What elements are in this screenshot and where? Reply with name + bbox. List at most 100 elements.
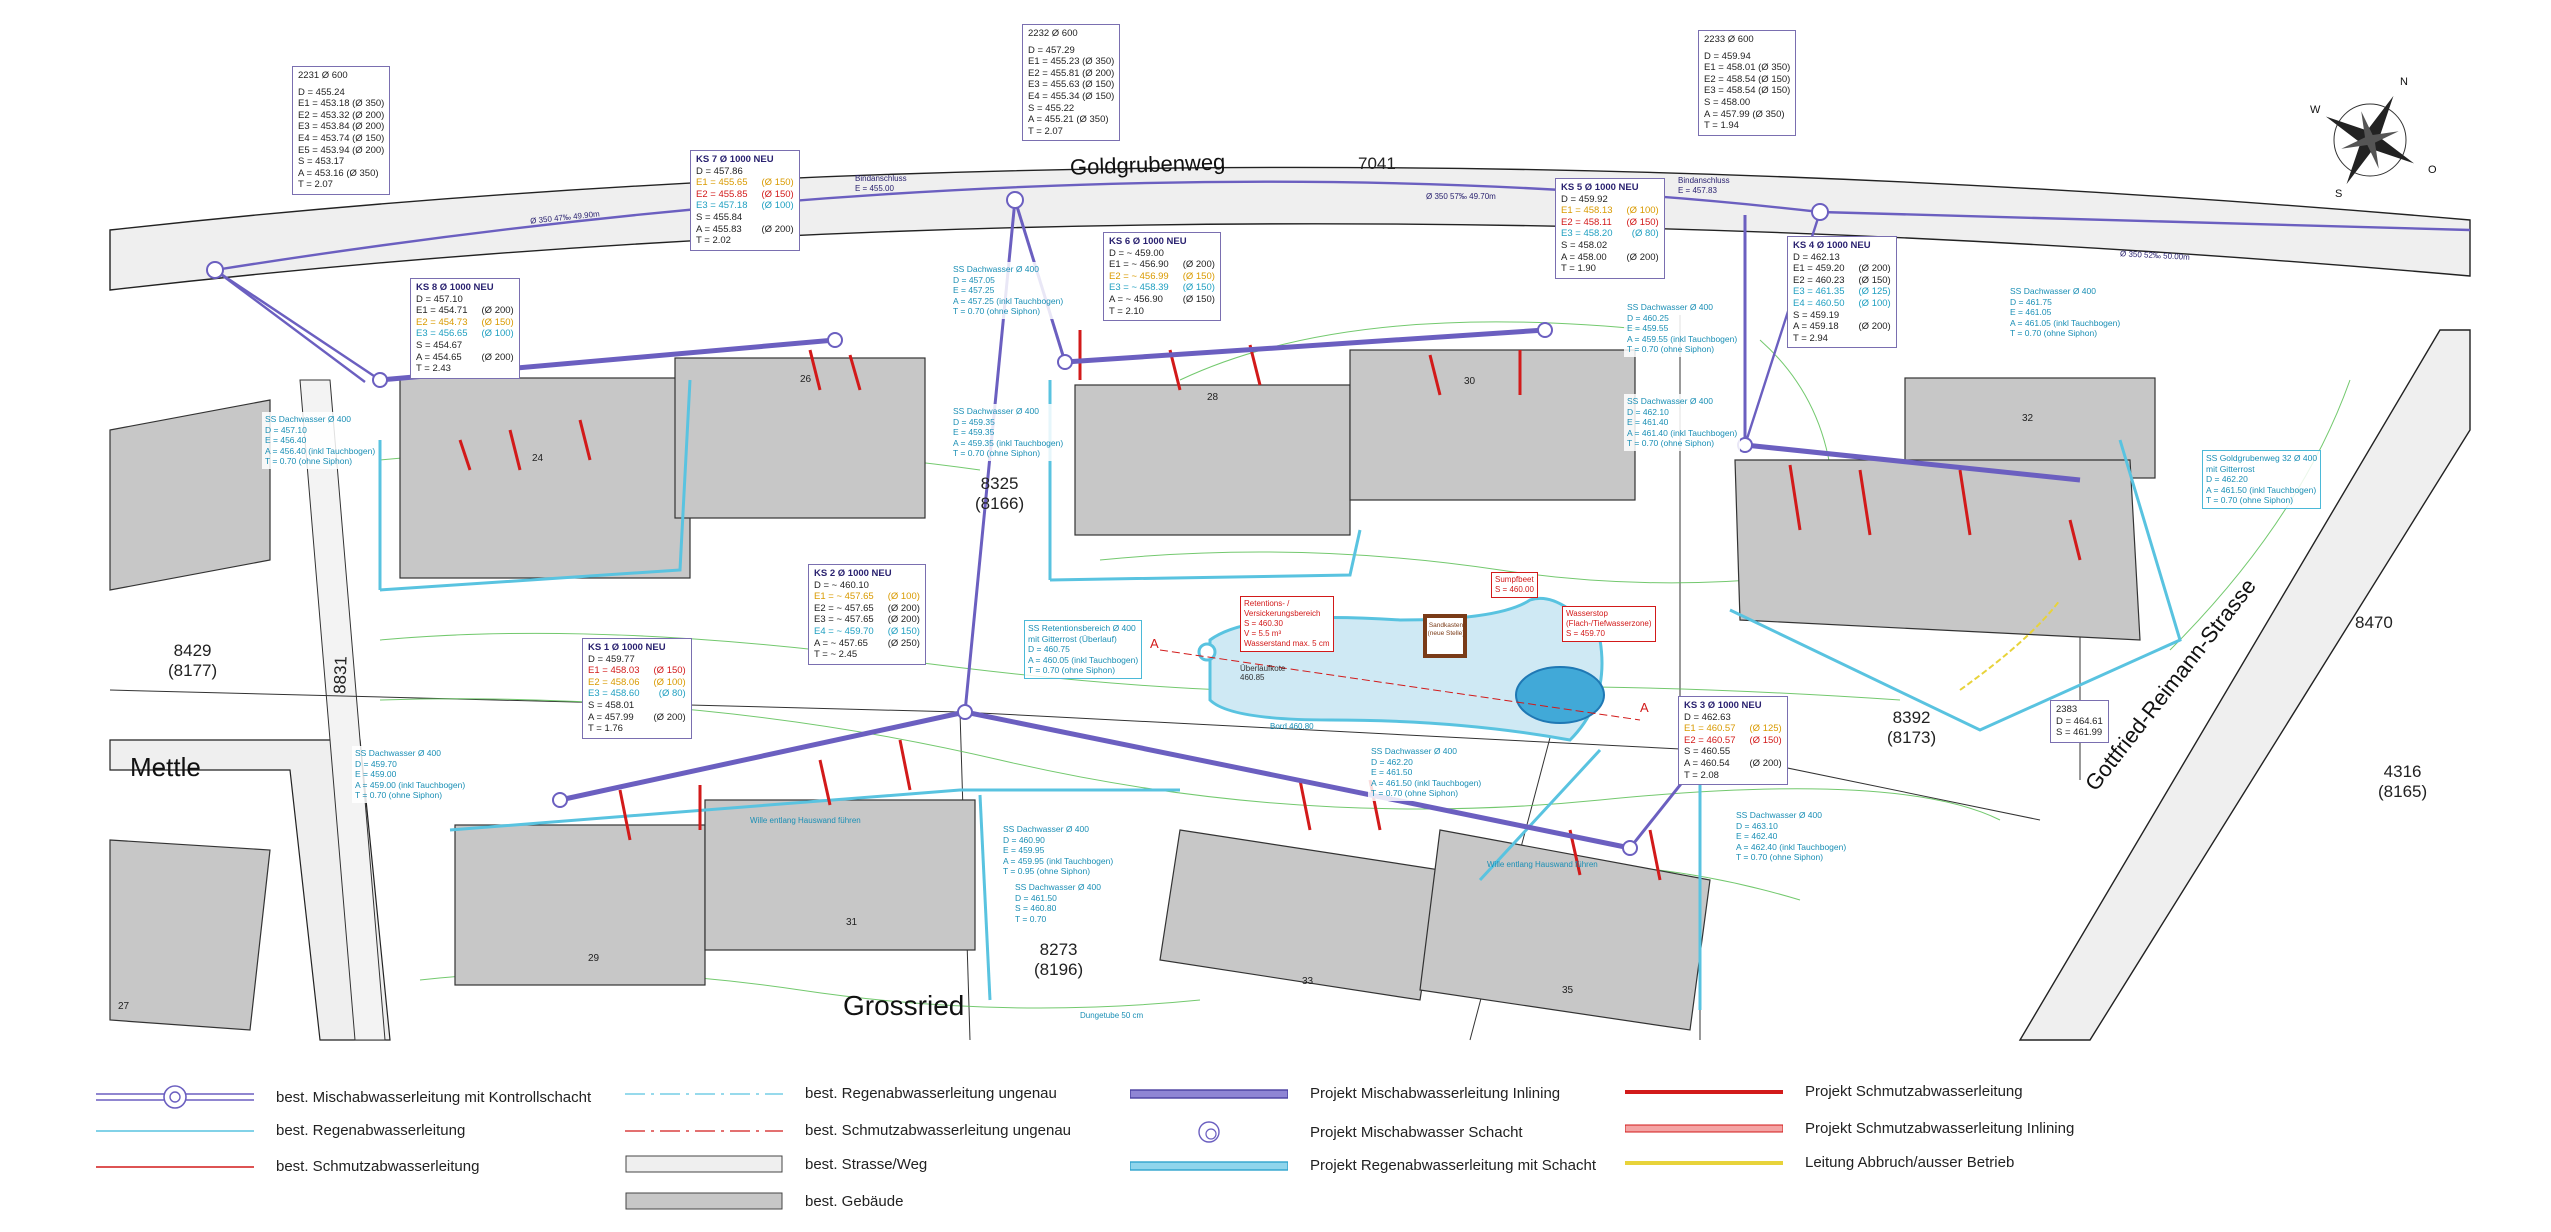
legend-item: Projekt Regenabwasserleitung mit Schacht [1130,1157,1596,1174]
compass-letter-n: N [2400,76,2408,88]
legend-label: best. Mischabwasserleitung mit Kontrolls… [276,1088,592,1106]
wall-note: Wille entlang Hauswand führen [1487,860,1598,869]
street-label-grossried: Grossried [843,990,965,1021]
building-31 [704,799,976,951]
building-number: 29 [588,953,600,964]
parcel-8273: 8273(8196) [1034,940,1084,979]
road-gottfried-reimann [2018,329,2471,1041]
compass-letter-o: O [2428,164,2437,176]
building-32b [1734,459,2141,641]
wall-note: Wille entlang Hauswand führen [750,816,861,825]
legend-item: best. Regenabwasserleitung [96,1122,465,1139]
manhole-ks7: KS 7 Ø 1000 NEU D = 457.86 E1 = 455.65(Ø… [690,150,800,251]
overflow-label: Überlaufkote 460.85 [1240,664,1286,682]
legend-item: Projekt Mischabwasserleitung Inlining [1130,1085,1560,1102]
legend-item: Projekt Schmutzabwasserleitung [1625,1083,2023,1100]
legend-symbol-rain-existing [96,1129,254,1132]
section-a [1159,649,1641,721]
building-26 [674,357,926,519]
legend-item: Leitung Abbruch/ausser Betrieb [1625,1154,2014,1171]
parcel-8831: 8831 [330,655,351,695]
rain-lines [378,379,2182,1010]
building-24 [399,377,691,579]
section-a-right: A [1640,700,1649,715]
legend-label: Projekt Mischabwasser Schacht [1310,1123,1523,1141]
building-number: 30 [1464,376,1476,387]
legend-label: Projekt Schmutzabwasserleitung [1805,1083,2023,1100]
legend-item: best. Strasse/Weg [625,1155,927,1173]
legend-label: best. Schmutzabwasserleitung [276,1158,480,1175]
legend-symbol-mix-shaft [1198,1121,1220,1143]
building-33 [1159,829,1441,1001]
parcel-4316: 4316(8165) [2378,762,2428,801]
parcel-8429: 8429(8177) [168,641,218,680]
manhole-ks2: KS 2 Ø 1000 NEU D = ~ 460.10 E1 = ~ 457.… [808,564,926,665]
legend-label: Projekt Schmutzabwasserleitung Inlining [1805,1120,2075,1137]
parcel-8470: 8470 [2355,613,2393,632]
parcel-7041: 7041 [1358,154,1396,173]
legend-label: best. Regenabwasserleitung ungenau [805,1085,1057,1102]
manhole-ks8: KS 8 Ø 1000 NEU D = 457.10 E1 = 454.71(Ø… [410,278,520,379]
legend-item: best. Schmutzabwasserleitung ungenau [625,1122,1071,1139]
legend-item: Projekt Mischabwasser Schacht [1130,1120,1523,1144]
legend-label: Leitung Abbruch/ausser Betrieb [1805,1154,2015,1171]
buildings [109,349,2156,1031]
manhole-ks6: KS 6 Ø 1000 NEU D = ~ 459.00 E1 = ~ 456.… [1103,232,1221,322]
abandoned-line [1959,599,2061,691]
legend-symbol-abandoned [1625,1160,1783,1165]
road-8831 [299,379,386,1041]
street-label-mettle: Mettle [130,752,201,782]
legend-symbol-road [625,1155,783,1173]
compass-letter-s: S [2335,188,2343,200]
pipe-label: Ø 350 57‰ 49.70m [1426,192,1496,201]
legend-label: Projekt Regenabwasserleitung mit Schacht [1310,1157,1596,1174]
pond [1515,666,1605,724]
legend-item: best. Mischabwasserleitung mit Kontrolls… [96,1085,591,1109]
building-number: 26 [800,374,812,385]
building-35 [1419,829,1711,1031]
mix-lines [214,180,2471,851]
manhole-ks1: KS 1 Ø 1000 NEU D = 459.77 E1 = 458.03(Ø… [582,638,692,739]
legend-symbol-dirt-inlining [1625,1124,1783,1132]
sandbox [1423,614,1467,658]
manholes [206,191,1829,856]
manhole-ks3: KS 3 Ø 1000 NEU D = 462.63 E1 = 460.57(Ø… [1678,696,1788,786]
compass-letter-w: W [2310,104,2321,116]
legend-item: best. Schmutzabwasserleitung [96,1158,479,1175]
building-28 [1074,384,1351,536]
building-number: 35 [1562,985,1574,996]
legend-symbol-dirt-project [1625,1089,1783,1094]
legend-label: best. Schmutzabwasserleitung ungenau [805,1122,1072,1139]
building-8429 [109,399,271,591]
building-30 [1349,349,1636,501]
street-label-goldgrubenweg: Goldgrubenweg [1069,149,1226,180]
parcel-8392: 8392(8173) [1887,708,1937,747]
legend-symbol-dirt-existing [96,1165,254,1168]
legend-label: best. Gebäude [805,1192,904,1210]
legend-symbol-rain-dashed [625,1092,783,1095]
building-number: 27 [118,1001,130,1012]
building-number: 31 [846,917,858,928]
building-27 [109,839,271,1031]
compass-icon [2325,95,2415,185]
edge-label: Bord 460.80 [1270,722,1314,731]
legend-item: best. Gebäude [625,1192,903,1210]
